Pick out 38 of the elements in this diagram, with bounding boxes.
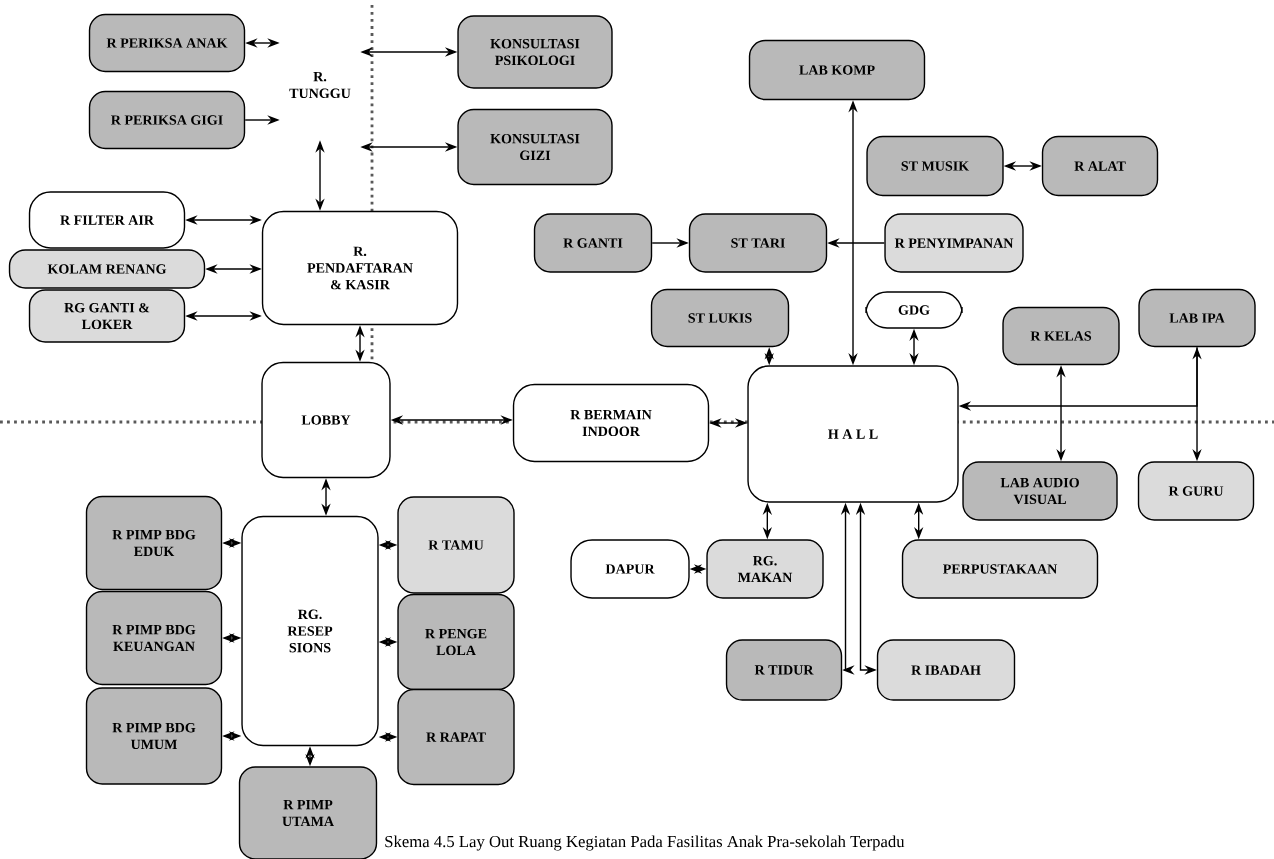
room-box: ST LUKIS <box>650 288 790 348</box>
room-box: GDG <box>865 291 963 329</box>
room-box: LAB IPA <box>1138 288 1256 348</box>
room-box: ST TARI <box>688 213 828 273</box>
room-box: R BERMAIN INDOOR <box>512 383 710 463</box>
caption: Skema 4.5 Lay Out Ruang Kegiatan Pada Fasilitas Anak Pra-sekolah Terpadu <box>385 835 905 851</box>
room-box: R ALAT <box>1041 135 1159 197</box>
room-box: LAB AUDIO VISUAL <box>962 461 1118 521</box>
room-box: R GANTI <box>533 213 653 273</box>
room-box: R IBADAH <box>876 639 1016 701</box>
room-box: RG. MAKAN <box>706 539 824 599</box>
room-box: KONSULTASI GIZI <box>457 108 613 186</box>
room-box: R PERIKSA ANAK <box>88 13 246 73</box>
room-box: R PIMP BDG EDUK <box>85 495 223 591</box>
room-box: RG. RESEP SIONS <box>241 515 379 747</box>
room-box: R PENGE LOLA <box>397 593 515 691</box>
room-box: R RAPAT <box>397 688 515 786</box>
room-box: R GURU <box>1137 461 1255 521</box>
room-box: PERPUSTAKAAN <box>901 539 1099 599</box>
room-box: KONSULTASI PSIKOLOGI <box>457 15 613 89</box>
room-box: R KELAS <box>1002 306 1120 366</box>
room-box: R PIMP BDG KEUANGAN <box>85 590 223 686</box>
room-box: R PIMP UTAMA <box>238 766 378 859</box>
room-box: R PENYIMPANAN <box>884 213 1024 273</box>
room-box: ST MUSIK <box>866 135 1004 197</box>
room-box: R FILTER AIR <box>28 191 186 249</box>
room-box: DAPUR <box>570 539 690 599</box>
room-box: KOLAM RENANG <box>8 249 206 289</box>
room-box: R PERIKSA GIGI <box>88 90 246 150</box>
room-box: R TAMU <box>397 496 515 594</box>
room-label: R. TUNGGU <box>289 72 351 98</box>
room-box: R TIDUR <box>725 639 843 701</box>
room-box: RG GANTI & LOKER <box>28 289 186 343</box>
room-box: LAB KOMP <box>748 39 926 101</box>
room-box: LOBBY <box>261 361 391 479</box>
room-box: H A L L <box>747 365 959 503</box>
room-box: R PIMP BDG UMUM <box>85 687 223 785</box>
room-box: R. PENDAFTARAN & KASIR <box>261 210 459 326</box>
